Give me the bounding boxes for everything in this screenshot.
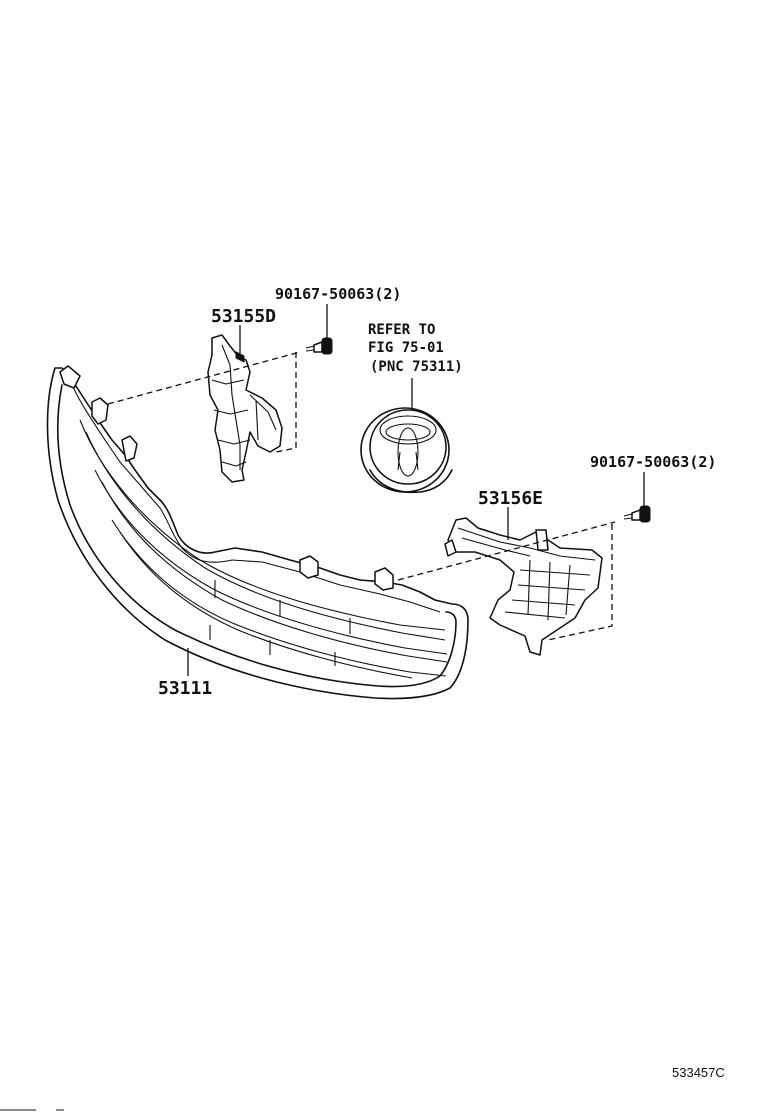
- right-grille-bracket[interactable]: [444, 517, 603, 656]
- radiator-grille[interactable]: [46, 365, 469, 700]
- toyota-emblem-icon: [360, 407, 453, 494]
- leader-lines: [107, 304, 645, 676]
- drawing-number: 533457C: [672, 1065, 725, 1080]
- label-refer-line2: FIG 75-01: [368, 340, 444, 356]
- label-refer-line3: (PNC 75311): [370, 359, 463, 375]
- left-grille-bracket[interactable]: [207, 334, 283, 483]
- label-bracket-left: 53155D: [211, 306, 276, 327]
- screw-icon: [305, 337, 333, 355]
- label-grille: 53111: [158, 678, 212, 699]
- screw-icon: [623, 505, 651, 523]
- label-refer-line1: REFER TO: [368, 322, 435, 338]
- label-screw-right: 90167-50063(2): [590, 453, 716, 471]
- label-bracket-right: 53156E: [478, 488, 543, 509]
- label-screw-left: 90167-50063(2): [275, 285, 401, 303]
